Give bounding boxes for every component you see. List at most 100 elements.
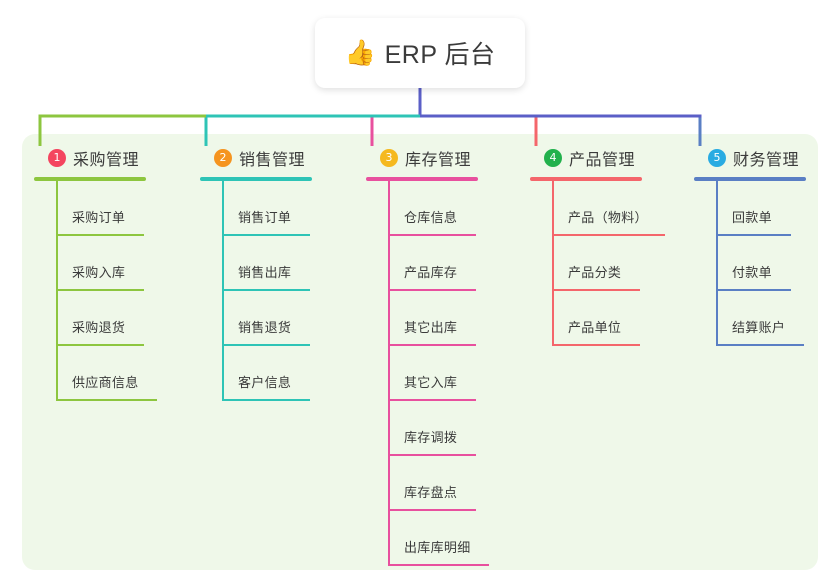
branch-item-label: 其它出库 <box>404 320 458 335</box>
branch-item-rule <box>222 344 310 346</box>
branch-item[interactable]: 回款单 <box>716 181 806 236</box>
branch-underline <box>530 177 642 181</box>
branch-item-label: 产品库存 <box>404 265 458 280</box>
branch-underline <box>200 177 312 181</box>
branch-item-label: 销售退货 <box>238 320 292 335</box>
branch-items: 仓库信息产品库存其它出库其它入库库存调拨库存盘点出库库明细 <box>366 181 489 566</box>
branch-item[interactable]: 销售出库 <box>222 236 312 291</box>
branch-header-1[interactable]: 1 采购管理 <box>34 146 146 170</box>
branch-title: 库存管理 <box>405 152 472 169</box>
branch-item-rule <box>388 399 476 401</box>
branch-trunk-line <box>388 181 390 566</box>
branch-item-label: 采购退货 <box>72 320 126 335</box>
root-node[interactable]: 👍 ERP 后台 <box>315 18 525 88</box>
branch-badge-icon: 2 <box>214 149 232 167</box>
branch-trunk-line <box>552 181 554 346</box>
branch-item[interactable]: 库存调拨 <box>388 401 478 456</box>
branch-item[interactable]: 供应商信息 <box>56 346 157 401</box>
branch-header-5[interactable]: 5 财务管理 <box>694 146 806 170</box>
branch-item-rule <box>716 289 791 291</box>
branch-item[interactable]: 其它入库 <box>388 346 478 401</box>
branch-item-label: 产品（物料） <box>568 210 648 225</box>
branch-item[interactable]: 产品单位 <box>552 291 642 346</box>
root-title: ERP 后台 <box>384 41 496 69</box>
branch-item-rule <box>56 399 157 401</box>
branch-items: 产品（物料） 产品分类产品单位 <box>530 181 665 346</box>
branch-column-2: 2 销售管理销售订单销售出库销售退货客户信息 <box>200 146 312 401</box>
branch-header-3[interactable]: 3 库存管理 <box>366 146 478 170</box>
branch-badge-icon: 4 <box>544 149 562 167</box>
branch-item[interactable]: 采购入库 <box>56 236 146 291</box>
branch-items: 回款单付款单结算账户 <box>694 181 806 346</box>
branch-item-rule <box>552 289 640 291</box>
branch-badge-icon: 1 <box>48 149 66 167</box>
branch-badge-icon: 3 <box>380 149 398 167</box>
branch-item[interactable]: 采购订单 <box>56 181 146 236</box>
branch-item-label: 结算账户 <box>732 320 786 335</box>
branch-item[interactable]: 其它出库 <box>388 291 478 346</box>
branch-item-rule <box>222 399 310 401</box>
branch-item-rule <box>56 289 144 291</box>
branch-item-rule <box>388 509 476 511</box>
branch-item-rule <box>716 344 804 346</box>
branch-underline <box>366 177 478 181</box>
branch-badge-icon: 5 <box>708 149 726 167</box>
branch-item-label: 付款单 <box>732 265 772 280</box>
branch-item[interactable]: 出库库明细 <box>388 511 489 566</box>
branch-item-label: 库存调拨 <box>404 430 458 445</box>
branch-item-label: 销售出库 <box>238 265 292 280</box>
branch-trunk-line <box>56 181 58 401</box>
branch-title: 采购管理 <box>73 152 140 169</box>
branch-item-label: 仓库信息 <box>404 210 458 225</box>
branch-item-label: 产品单位 <box>568 320 622 335</box>
branch-header-2[interactable]: 2 销售管理 <box>200 146 312 170</box>
branch-item-rule <box>552 344 640 346</box>
root-node-content: 👍 ERP 后台 <box>344 35 495 71</box>
branch-item[interactable]: 结算账户 <box>716 291 806 346</box>
branch-items: 采购订单采购入库采购退货供应商信息 <box>34 181 157 401</box>
branch-trunk-line <box>716 181 718 346</box>
branch-item-label: 回款单 <box>732 210 772 225</box>
branch-header-4[interactable]: 4 产品管理 <box>530 146 642 170</box>
branch-title: 销售管理 <box>239 152 306 169</box>
branch-trunk-line <box>222 181 224 401</box>
branch-column-1: 1 采购管理采购订单采购入库采购退货供应商信息 <box>34 146 157 401</box>
branch-item-label: 其它入库 <box>404 375 458 390</box>
branch-items: 销售订单销售出库销售退货客户信息 <box>200 181 312 401</box>
branch-item-label: 供应商信息 <box>72 375 139 390</box>
branch-item-rule <box>552 234 665 236</box>
branch-underline <box>34 177 146 181</box>
branch-item-rule <box>388 454 476 456</box>
branch-item-rule <box>388 344 476 346</box>
branch-item-label: 客户信息 <box>238 375 292 390</box>
content-panel <box>22 134 818 570</box>
branch-title: 产品管理 <box>569 152 636 169</box>
branch-item-label: 库存盘点 <box>404 485 458 500</box>
branch-item-label: 出库库明细 <box>404 540 471 555</box>
branch-item[interactable]: 销售退货 <box>222 291 312 346</box>
branch-underline <box>694 177 806 181</box>
branch-item[interactable]: 库存盘点 <box>388 456 478 511</box>
branch-item[interactable]: 付款单 <box>716 236 806 291</box>
branch-item-rule <box>388 564 489 566</box>
branch-column-5: 5 财务管理回款单付款单结算账户 <box>694 146 806 346</box>
branch-item[interactable]: 产品库存 <box>388 236 478 291</box>
branch-item-rule <box>222 289 310 291</box>
branch-item-rule <box>388 289 476 291</box>
branch-item-label: 销售订单 <box>238 210 292 225</box>
branch-item[interactable]: 产品分类 <box>552 236 642 291</box>
branch-item[interactable]: 采购退货 <box>56 291 146 346</box>
branch-item[interactable]: 客户信息 <box>222 346 312 401</box>
branch-item-label: 采购入库 <box>72 265 126 280</box>
branch-item[interactable]: 仓库信息 <box>388 181 478 236</box>
thumbs-up-icon: 👍 <box>344 38 376 67</box>
branch-title: 财务管理 <box>733 152 800 169</box>
branch-item-rule <box>56 344 144 346</box>
branch-item-label: 采购订单 <box>72 210 126 225</box>
branch-item-rule <box>388 234 476 236</box>
branch-column-3: 3 库存管理仓库信息产品库存其它出库其它入库库存调拨库存盘点出库库明细 <box>366 146 489 566</box>
branch-item[interactable]: 产品（物料） <box>552 181 665 236</box>
branch-item[interactable]: 销售订单 <box>222 181 312 236</box>
branch-item-rule <box>222 234 310 236</box>
